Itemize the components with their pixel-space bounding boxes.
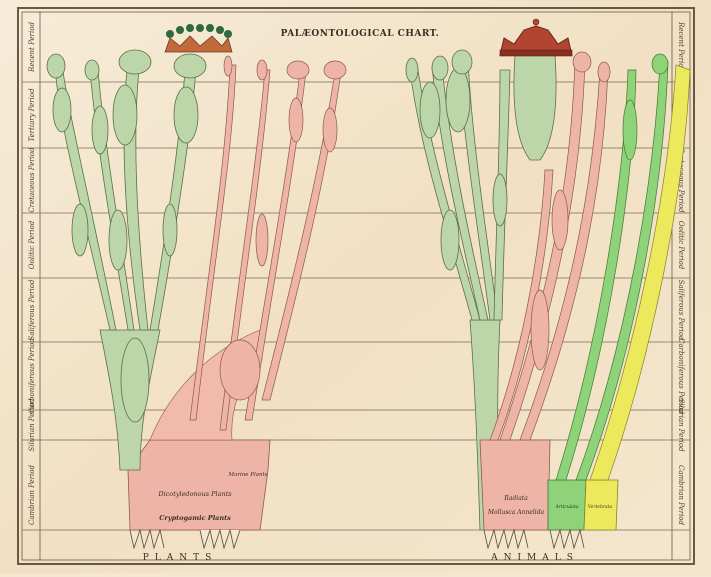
plants-label: PLANTS [143,553,218,563]
period-label-saliferous: Saliferous Period [28,279,36,340]
period-label-tertiary: Tertiary Period [28,88,36,142]
plant-leaf-5 [109,210,127,270]
period-label-oolitic-right: Oolitic Period [677,221,685,270]
plant-leaf-2 [92,106,108,154]
animal-group-articulata: Articulata [555,504,579,510]
animal-pink-leaf-1 [552,190,568,250]
plant-pink-leaf-1 [289,98,303,142]
plant-leaf-3 [113,85,137,145]
period-label-recent: Recent Period [28,22,36,73]
animal-pink-leaf-2 [531,290,549,370]
animal-group-upper: Radiata [503,495,528,502]
plant-pink-leaf-4 [220,340,260,400]
animal-green-leaf-1 [420,82,440,138]
chart-title: PALÆONTOLOGICAL CHART. [281,29,440,39]
animal-green-top-2 [432,56,448,80]
period-label-silurian: Silurian Period [28,398,36,452]
plant-group-aquatic: Marine Plants [227,472,267,478]
plant-pink-leaf-2 [323,108,337,152]
animals-label: ANIMALS [490,553,579,563]
plant-group-lower: Cryptogamic Plants [159,514,231,522]
plant-group-upper: Dicotyledonous Plants [157,490,232,498]
plant-leaf-4 [174,87,198,143]
period-label-cambrian-right: Cambrian Period [677,465,685,525]
animal-green-leaf-4 [493,174,507,226]
plant-top-2 [85,60,99,80]
animal-pink-top-1 [573,52,591,72]
plant-top-3 [119,50,151,74]
plant-pink-top-4 [224,56,232,76]
plant-top-1 [47,54,65,78]
period-label-saliferous-right: Saliferous Period [677,280,685,341]
period-label-silurian-right: Silurian Period [677,398,685,452]
animal-bright-green-leaf [623,100,637,160]
period-label-oolitic: Oolitic Period [28,220,36,269]
animal-green-leaf-2 [446,68,470,132]
plant-leaf-1 [53,88,71,132]
plant-leaf-6 [72,204,88,256]
animal-group-vertebrata: Vertebrata [588,504,613,510]
animal-pink-top-2 [598,62,610,82]
period-label-cretaceous: Cretaceous Period [28,147,36,213]
animal-bright-green-top [652,54,668,74]
plant-pink-leaf-3 [256,214,268,266]
animal-green-leaf-3 [441,210,459,270]
animal-group-lower: Mollusca Annelida [487,509,545,516]
plant-top-4 [174,54,206,78]
plant-pink-top-1 [287,61,309,79]
period-label-recent-right: Recent Period [677,21,685,72]
animal-pink-trunk [480,440,550,530]
plant-pink-top-3 [257,60,267,80]
plant-pink-top-2 [324,61,346,79]
period-label-cambrian: Cambrian Period [28,465,36,525]
plant-leaf-7 [163,204,177,256]
animal-green-top-1 [406,58,418,82]
plant-leaf-8 [121,338,149,422]
animal-green-top-3 [452,50,472,74]
